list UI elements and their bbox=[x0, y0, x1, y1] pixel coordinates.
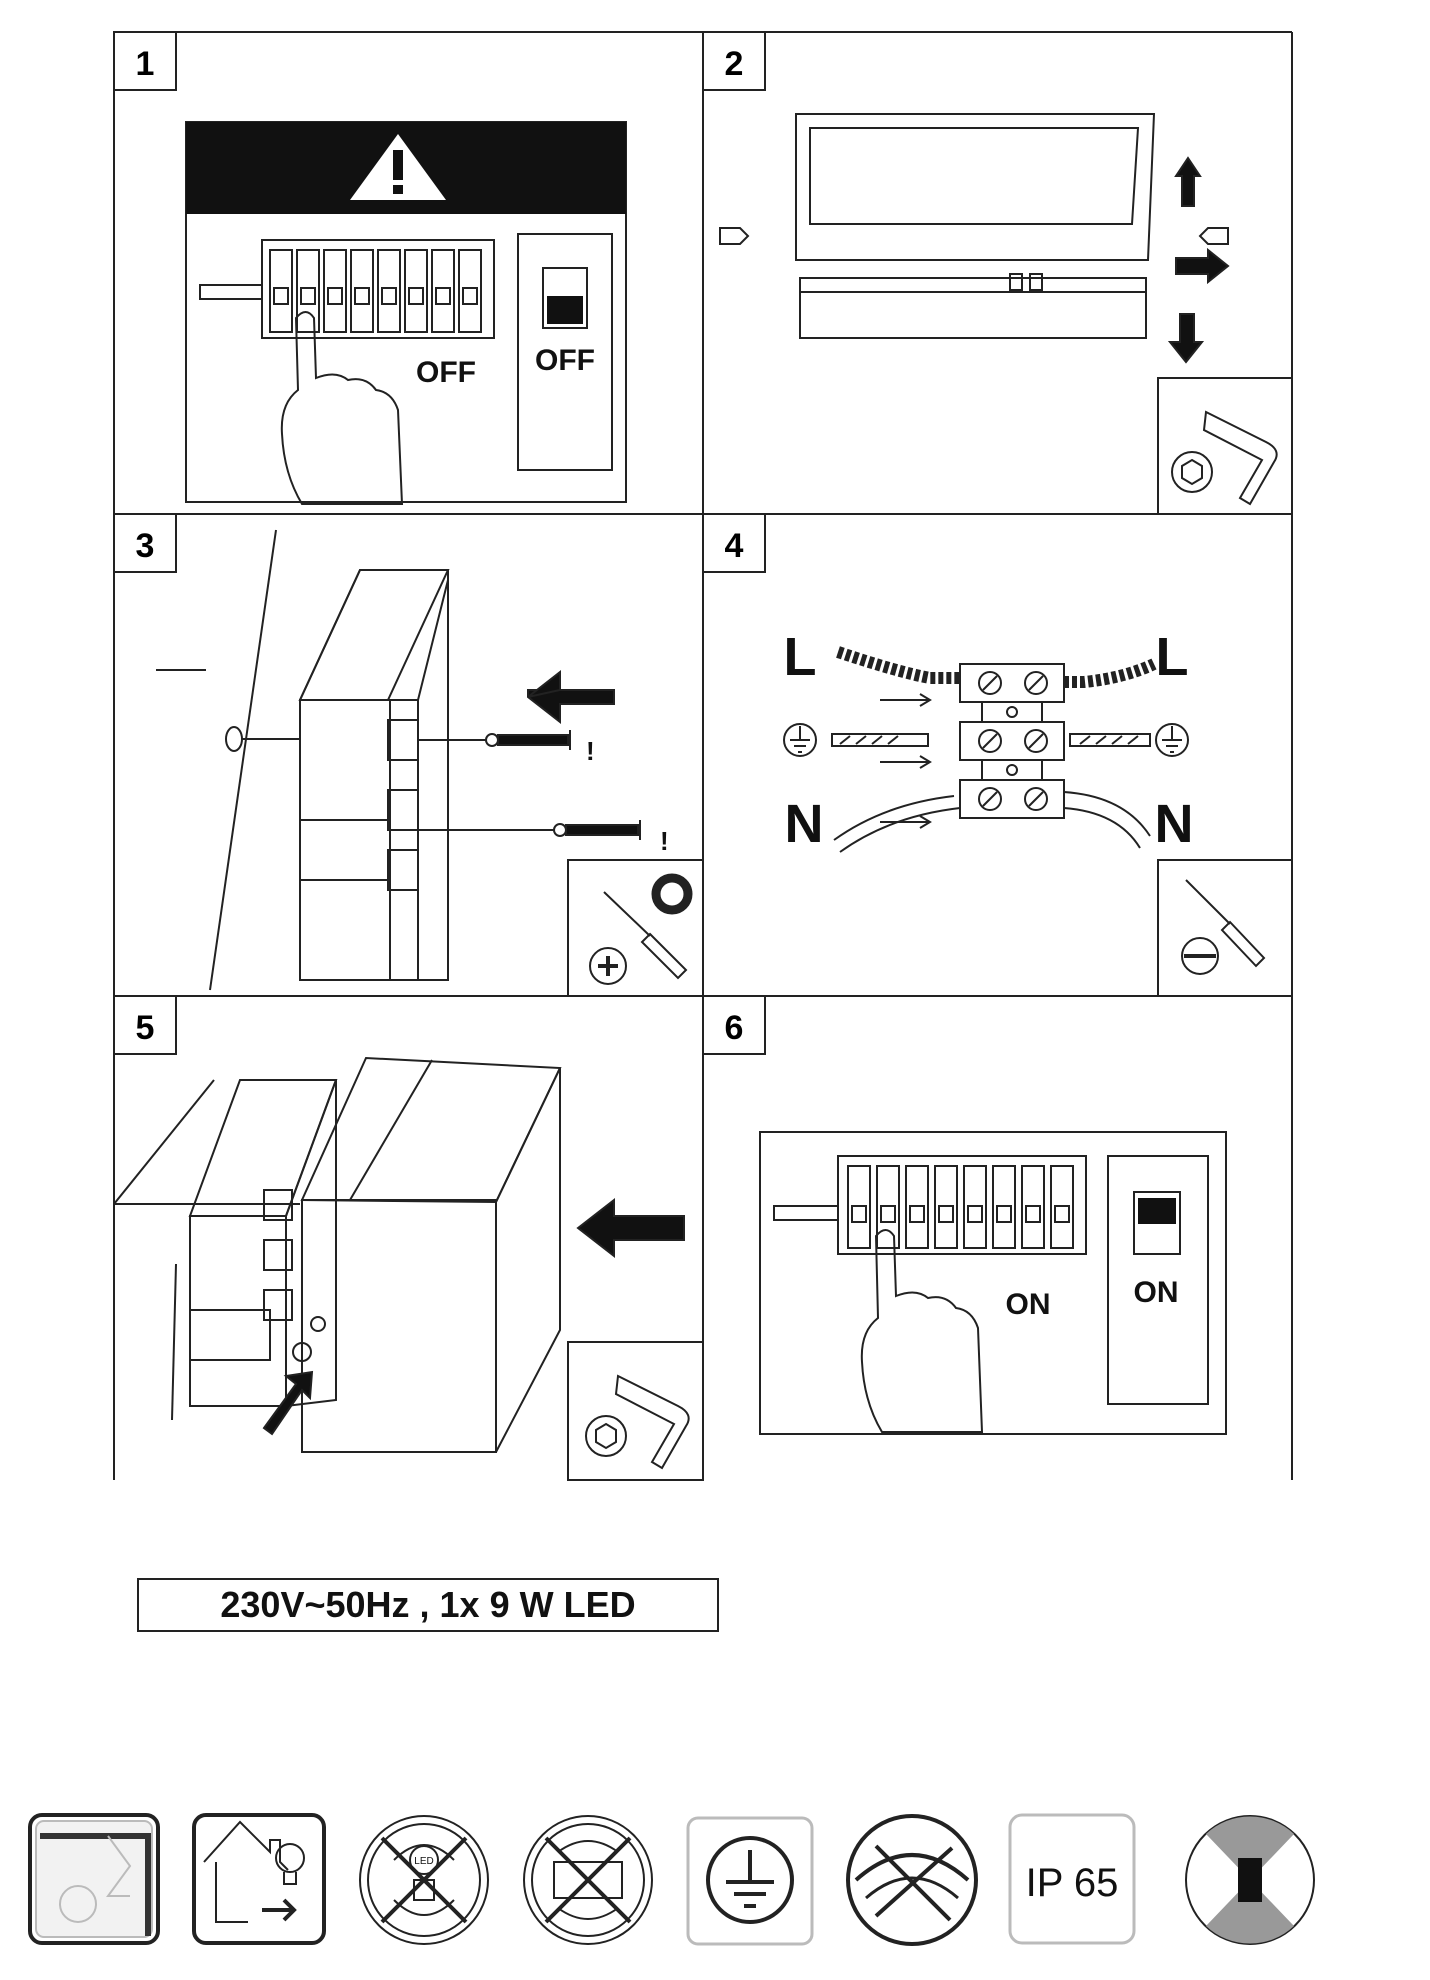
earth-icon-left bbox=[783, 723, 817, 757]
arrow-left-icon bbox=[576, 1197, 685, 1259]
hand-icon bbox=[280, 311, 404, 505]
spec-text: 230V~50Hz , 1x 9 W LED bbox=[220, 1584, 636, 1625]
step-1-illustration: OFF OFF bbox=[185, 121, 627, 505]
phillips-screwdriver-icon bbox=[603, 891, 688, 980]
svg-text:!: ! bbox=[586, 736, 595, 766]
step-1-number: 1 bbox=[113, 31, 177, 91]
screw-icon bbox=[485, 730, 571, 750]
driver-not-replaceable-icon bbox=[523, 1815, 653, 1945]
class-ii-bathroom-zone-icon bbox=[28, 1813, 160, 1945]
ip-rating-icon: IP 65 bbox=[1008, 1813, 1136, 1945]
hex-key-icon bbox=[585, 1374, 690, 1470]
hex-key-icon bbox=[1171, 410, 1278, 506]
step-6-number: 6 bbox=[702, 995, 766, 1055]
svg-text:L: L bbox=[1156, 627, 1189, 687]
step-5-number: 5 bbox=[113, 995, 177, 1055]
step-5-illustration bbox=[113, 1056, 704, 1481]
flat-screwdriver-icon bbox=[1185, 879, 1266, 968]
svg-text:LED: LED bbox=[414, 1856, 433, 1867]
screw-icon bbox=[553, 820, 641, 840]
washer-icon bbox=[651, 873, 693, 915]
earth-icon-right bbox=[1155, 723, 1189, 757]
protective-earth-icon bbox=[686, 1816, 814, 1946]
svg-text:ON: ON bbox=[1006, 1288, 1051, 1321]
svg-text:N: N bbox=[785, 794, 824, 854]
svg-text:ON: ON bbox=[1134, 1276, 1179, 1309]
breaker-switches bbox=[269, 249, 482, 333]
step-4-illustration: L L N N bbox=[783, 627, 1293, 997]
warning-icon bbox=[350, 134, 446, 200]
svg-text:OFF: OFF bbox=[535, 344, 595, 377]
indoor-outdoor-lamp-icon bbox=[192, 1813, 326, 1945]
svg-text:!: ! bbox=[660, 826, 669, 856]
svg-text:OFF: OFF bbox=[416, 356, 476, 389]
no-dimmer-icon bbox=[846, 1814, 978, 1946]
step-2-number: 2 bbox=[702, 31, 766, 91]
hand-icon bbox=[860, 1229, 984, 1433]
arrow-up-icon bbox=[1174, 156, 1202, 207]
step-4-number: 4 bbox=[702, 513, 766, 573]
arrow-right-icon bbox=[1175, 247, 1230, 285]
bottom-icons-row: LED IP 65 bbox=[28, 1813, 1315, 1946]
svg-text:6: 6 bbox=[725, 1009, 744, 1047]
step-3-number: 3 bbox=[113, 513, 177, 573]
svg-text:3: 3 bbox=[136, 527, 155, 565]
svg-text:5: 5 bbox=[136, 1009, 155, 1047]
arrow-up-right-icon bbox=[262, 1370, 314, 1436]
step-2-illustration bbox=[719, 113, 1293, 515]
svg-text:4: 4 bbox=[725, 527, 744, 565]
step-3-illustration: ! ! bbox=[156, 529, 704, 997]
breaker-switches bbox=[847, 1165, 1074, 1249]
svg-text:L: L bbox=[784, 627, 817, 687]
svg-text:2: 2 bbox=[725, 45, 744, 83]
svg-text:1: 1 bbox=[136, 45, 155, 83]
svg-text:N: N bbox=[1155, 794, 1194, 854]
step-6-illustration: ON ON bbox=[759, 1131, 1227, 1435]
svg-text:IP 65: IP 65 bbox=[1026, 1861, 1119, 1905]
terminal-screws bbox=[978, 671, 1048, 811]
led-not-replaceable-icon: LED bbox=[359, 1815, 489, 1945]
up-down-light-icon bbox=[1185, 1815, 1315, 1945]
electrical-spec-label: 230V~50Hz , 1x 9 W LED bbox=[137, 1578, 719, 1632]
arrow-down-icon bbox=[1167, 313, 1205, 364]
